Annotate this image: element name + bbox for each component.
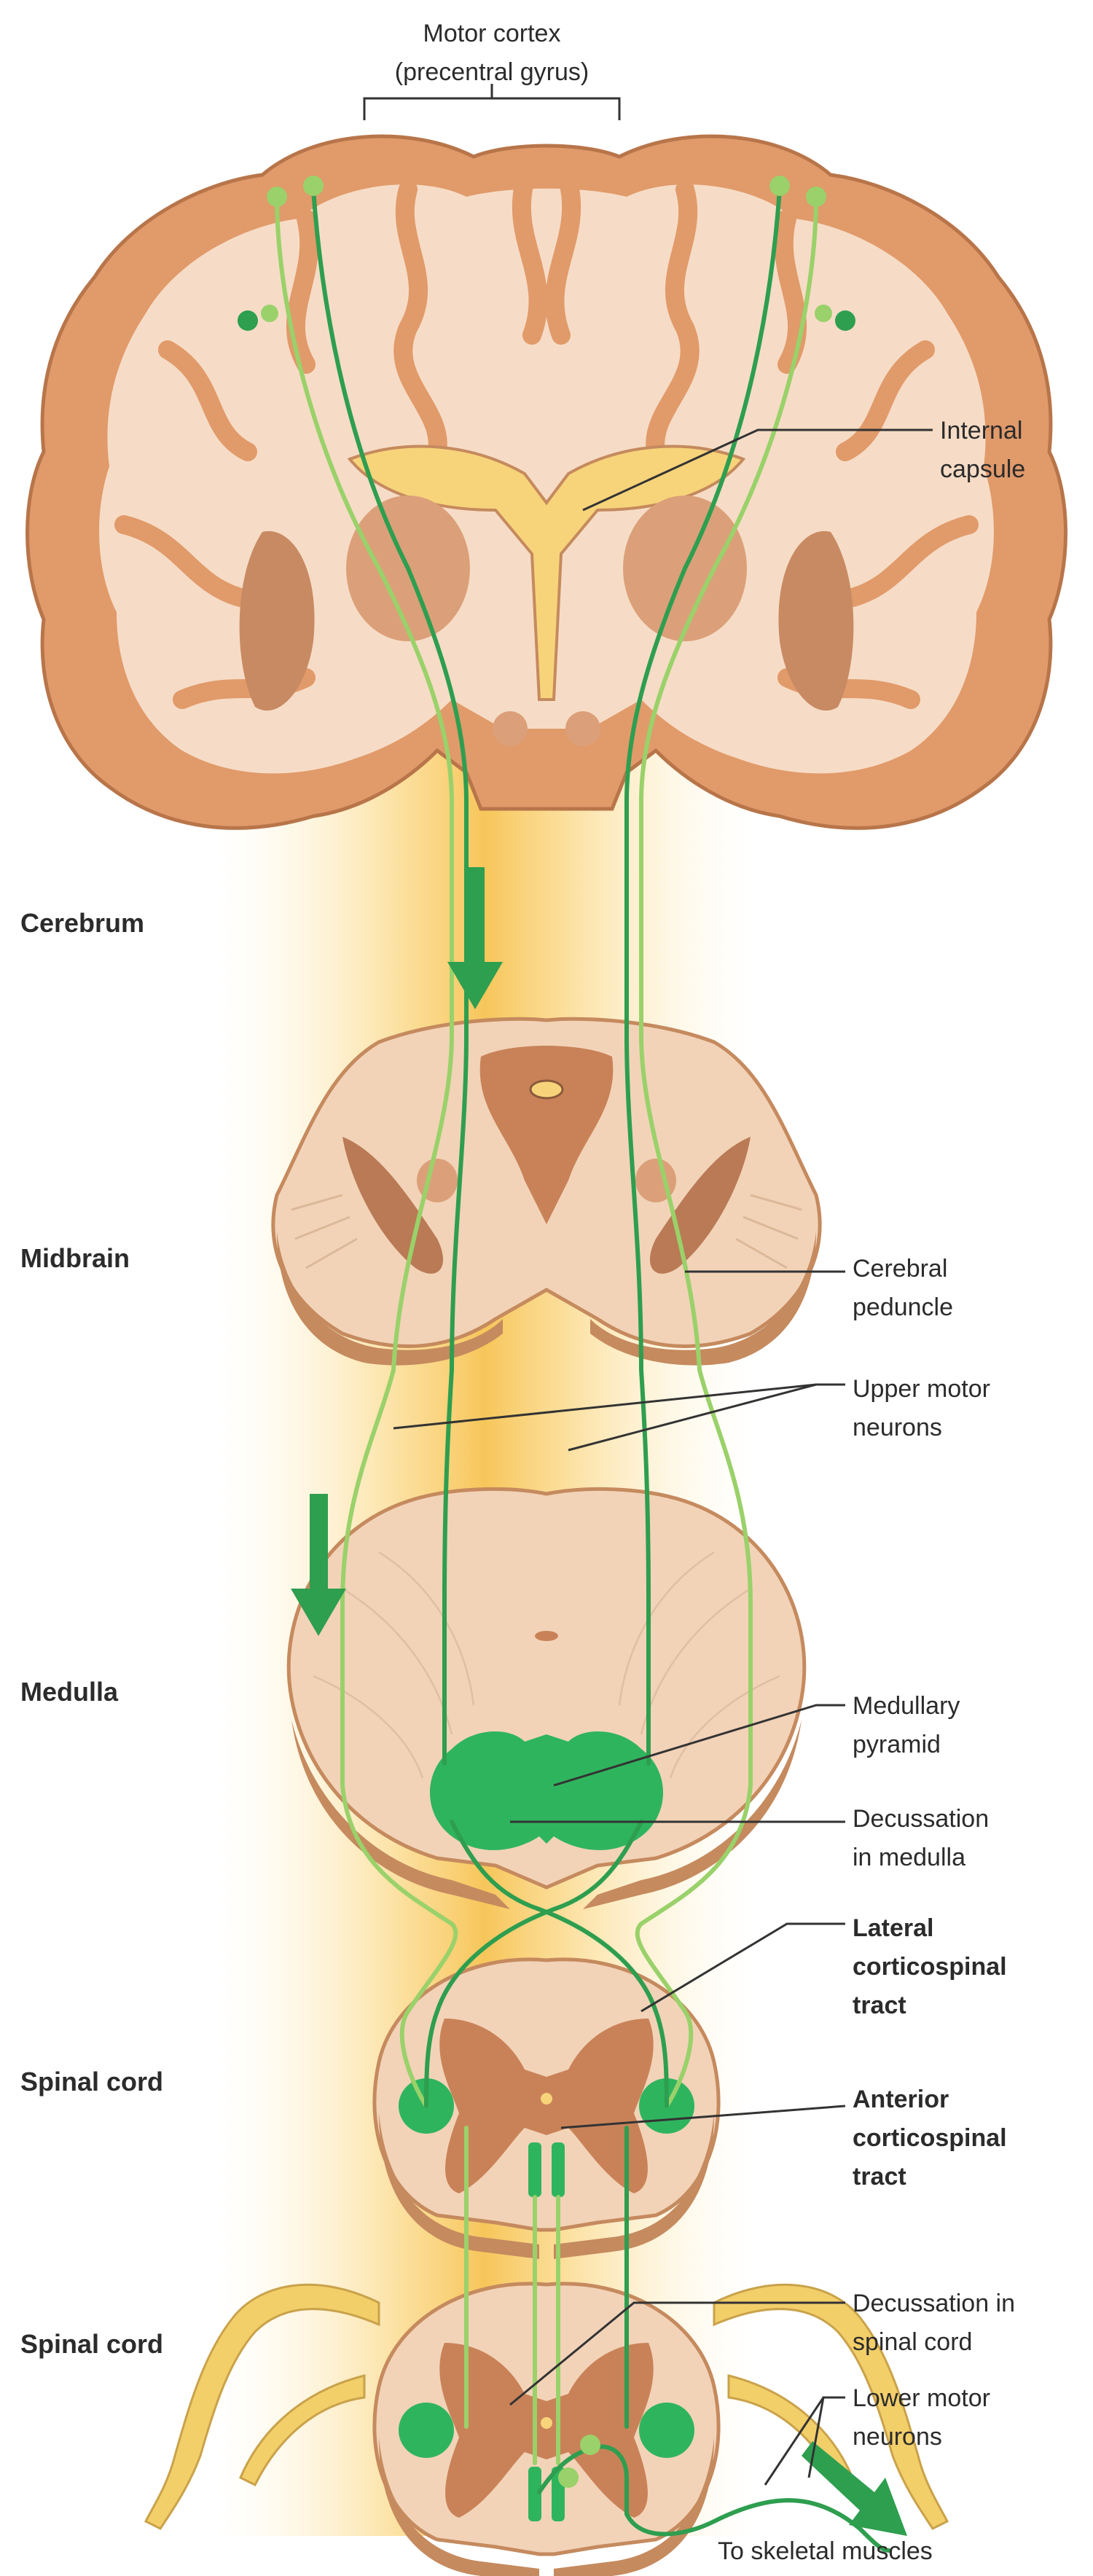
lateral-corticospinal-line1: Lateral bbox=[853, 1914, 934, 1942]
medullary-pyramid-shape bbox=[430, 1731, 663, 1850]
nerve-left bbox=[144, 2283, 380, 2530]
medulla-label: Medulla bbox=[20, 1677, 119, 1707]
midbrain-label: Midbrain bbox=[20, 1243, 130, 1273]
upper-motor-neurons-line2: neurons bbox=[853, 1414, 942, 1441]
decussation-medulla-label: Decussation in medulla bbox=[853, 1800, 989, 1877]
motor-cortex-line1: Motor cortex bbox=[423, 20, 561, 47]
cerebral-peduncle-line1: Cerebral bbox=[853, 1255, 948, 1283]
upper-motor-neurons-line1: Upper motor bbox=[853, 1375, 990, 1403]
gray-matter-upper bbox=[439, 2019, 654, 2193]
lower-motor-neurons-label: Lower motor neurons bbox=[853, 2379, 990, 2456]
cerebrum-section bbox=[26, 134, 1067, 830]
internal-capsule-label: Internal capsule bbox=[940, 412, 1025, 489]
decussation-spinal-label: Decussation in spinal cord bbox=[853, 2285, 1015, 2362]
lateral-corticospinal-line3: tract bbox=[853, 1992, 906, 2019]
nerve-right bbox=[713, 2283, 949, 2530]
cerebral-peduncle-label: Cerebral peduncle bbox=[853, 1250, 953, 1327]
anterior-tract-left bbox=[528, 2142, 541, 2197]
putamen-right bbox=[778, 531, 854, 711]
medullary-pyramid-line2: pyramid bbox=[853, 1731, 941, 1758]
decussation-spinal-line2: spinal cord bbox=[853, 2328, 973, 2356]
leader-lines bbox=[363, 84, 933, 2486]
substantia-right bbox=[649, 1137, 751, 1274]
cerebral-peduncle-line2: peduncle bbox=[853, 1293, 954, 1321]
lateral-ventricle bbox=[347, 445, 746, 701]
lateral-tract-lower-right bbox=[639, 2403, 694, 2458]
arrow-down-medulla bbox=[291, 1494, 346, 1636]
anterior-corticospinal-line1: Anterior bbox=[853, 2086, 949, 2113]
internal-capsule-line1: Internal bbox=[940, 417, 1023, 445]
arrow-down-cerebrum bbox=[447, 867, 503, 1009]
anterior-corticospinal-label: Anterior corticospinal tract bbox=[853, 2080, 1007, 2196]
decussation-medulla-line1: Decussation bbox=[853, 1805, 990, 1833]
spinal-cord-upper-section bbox=[372, 1957, 721, 2259]
upper-motor-neurons-label: Upper motor neurons bbox=[853, 1370, 990, 1447]
motor-cortex-line2: (precentral gyrus) bbox=[394, 58, 589, 86]
arrow-to-muscles bbox=[802, 2441, 907, 2536]
lateral-corticospinal-label: Lateral corticospinal tract bbox=[853, 1909, 1007, 2025]
corticospinal-tracts bbox=[238, 176, 891, 2553]
medulla-section bbox=[286, 1487, 807, 1909]
gray-matter-lower bbox=[439, 2343, 654, 2518]
lateral-tract-lower-left bbox=[399, 2403, 454, 2458]
internal-capsule-line2: capsule bbox=[940, 455, 1026, 483]
anterior-corticospinal-line3: tract bbox=[853, 2163, 906, 2191]
spinal-cord-lower-label: Spinal cord bbox=[20, 2329, 164, 2359]
direction-arrows bbox=[291, 867, 907, 2536]
motor-cortex-label: Motor cortex (precentral gyrus) bbox=[346, 15, 638, 92]
spinal-cord-lower-section bbox=[144, 2282, 949, 2576]
cortical-folds bbox=[114, 173, 979, 709]
medullary-pyramid-line1: Medullary bbox=[853, 1692, 960, 1720]
to-skeletal-muscles-label: To skeletal muscles bbox=[718, 2537, 933, 2565]
anterior-corticospinal-line2: corticospinal bbox=[853, 2124, 1007, 2152]
lower-motor-neurons-line1: Lower motor bbox=[853, 2384, 990, 2412]
medullary-pyramid-label: Medullary pyramid bbox=[853, 1687, 960, 1764]
decussation-spinal-line1: Decussation in bbox=[853, 2290, 1016, 2317]
white-matter bbox=[99, 184, 994, 774]
tegmentum bbox=[479, 1046, 614, 1224]
substantia-left bbox=[342, 1137, 444, 1274]
lateral-corticospinal-line2: corticospinal bbox=[853, 1953, 1007, 1981]
lower-motor-neurons-line2: neurons bbox=[853, 2423, 942, 2451]
putamen-left bbox=[239, 531, 315, 711]
anterior-tract-right bbox=[552, 2142, 565, 2197]
peduncle-striations bbox=[291, 1194, 802, 1269]
medulla-outline bbox=[286, 1487, 807, 1890]
spinal-cord-upper-label: Spinal cord bbox=[20, 2067, 164, 2097]
decussation-medulla-line2: in medulla bbox=[853, 1844, 965, 1871]
cerebrum-label: Cerebrum bbox=[20, 908, 145, 938]
